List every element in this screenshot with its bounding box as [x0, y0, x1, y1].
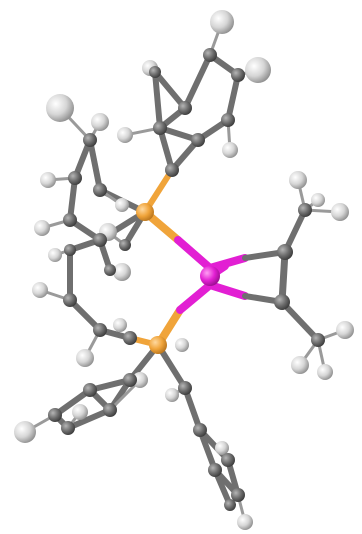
- hydrogen-atom: [34, 220, 50, 236]
- carbon-atom: [83, 383, 97, 397]
- carbon-atom: [208, 463, 222, 477]
- carbon-atom: [224, 499, 236, 511]
- carbon-atom: [104, 264, 116, 276]
- carbon-atom: [93, 233, 107, 247]
- hydrogen-atom: [46, 94, 74, 122]
- hydrogen-atom: [76, 349, 94, 367]
- heteroatoms: [136, 203, 220, 354]
- hydrogen-atom: [40, 172, 56, 188]
- carbon-atom: [93, 183, 107, 197]
- alkene-ligand: [242, 178, 347, 374]
- hydrogen-atom: [48, 248, 62, 262]
- metal-coordination-bonds: [141, 208, 249, 349]
- hydrogen-atoms: [14, 10, 354, 530]
- hydrogen-atom: [336, 321, 354, 339]
- hydrogen-atom: [245, 57, 271, 83]
- top-phenyl-ring: [123, 20, 260, 215]
- hydrogen-atom: [237, 514, 253, 530]
- carbon-atom: [68, 171, 82, 185]
- hydrogen-atom: [311, 193, 325, 207]
- carbon-atom: [64, 244, 76, 256]
- hydrogen-atom: [132, 372, 148, 388]
- carbon-atom: [83, 133, 97, 147]
- hydrogen-atom: [72, 404, 88, 420]
- carbon-atom: [153, 121, 167, 135]
- carbon-atom: [203, 48, 217, 62]
- carbon-atom: [48, 408, 62, 422]
- hydrogen-atom: [113, 318, 127, 332]
- carbon-atom: [277, 244, 293, 260]
- carbon-atom: [63, 293, 77, 307]
- hydrogen-atom: [331, 203, 349, 221]
- carbon-atom: [231, 488, 245, 502]
- phosphorus-atom-1: [136, 203, 154, 221]
- hydrogen-atom: [113, 263, 131, 281]
- hydrogen-atom: [32, 282, 48, 298]
- hydrogen-atom: [222, 142, 238, 158]
- hydrogen-atom: [289, 171, 307, 189]
- hydrogen-atom: [91, 113, 109, 131]
- metal-atom: [200, 266, 220, 286]
- carbon-atom: [231, 68, 245, 82]
- hydrogen-atom: [117, 127, 133, 143]
- carbon-atoms: [48, 48, 325, 511]
- carbon-atom: [221, 113, 235, 127]
- carbon-atom: [61, 421, 75, 435]
- carbon-atom: [193, 423, 207, 437]
- carbon-atom: [149, 66, 161, 78]
- carbon-atom: [274, 294, 290, 310]
- carbon-atom: [178, 101, 192, 115]
- carbon-atom: [123, 331, 137, 345]
- hydrogen-atom: [215, 441, 229, 455]
- carbon-atom: [191, 133, 205, 147]
- carbon-atom: [221, 453, 235, 467]
- carbon-atom: [123, 373, 137, 387]
- hydrogen-atom: [115, 198, 129, 212]
- carbon-atom: [119, 239, 131, 251]
- hydrogen-atom: [210, 10, 234, 34]
- hydrogen-atom: [291, 356, 309, 374]
- carbon-atom: [311, 333, 325, 347]
- hydrogen-atom: [14, 421, 36, 443]
- carbon-atom: [165, 163, 179, 177]
- carbon-atom: [298, 203, 312, 217]
- hydrogen-atom: [165, 388, 179, 402]
- phosphorus-atom-2: [149, 336, 167, 354]
- carbon-atom: [63, 213, 77, 227]
- carbon-atom: [178, 381, 192, 395]
- hydrogen-atom: [317, 364, 333, 380]
- carbon-atom: [103, 403, 117, 417]
- carbon-atom: [93, 323, 107, 337]
- hydrogen-atom: [175, 338, 189, 352]
